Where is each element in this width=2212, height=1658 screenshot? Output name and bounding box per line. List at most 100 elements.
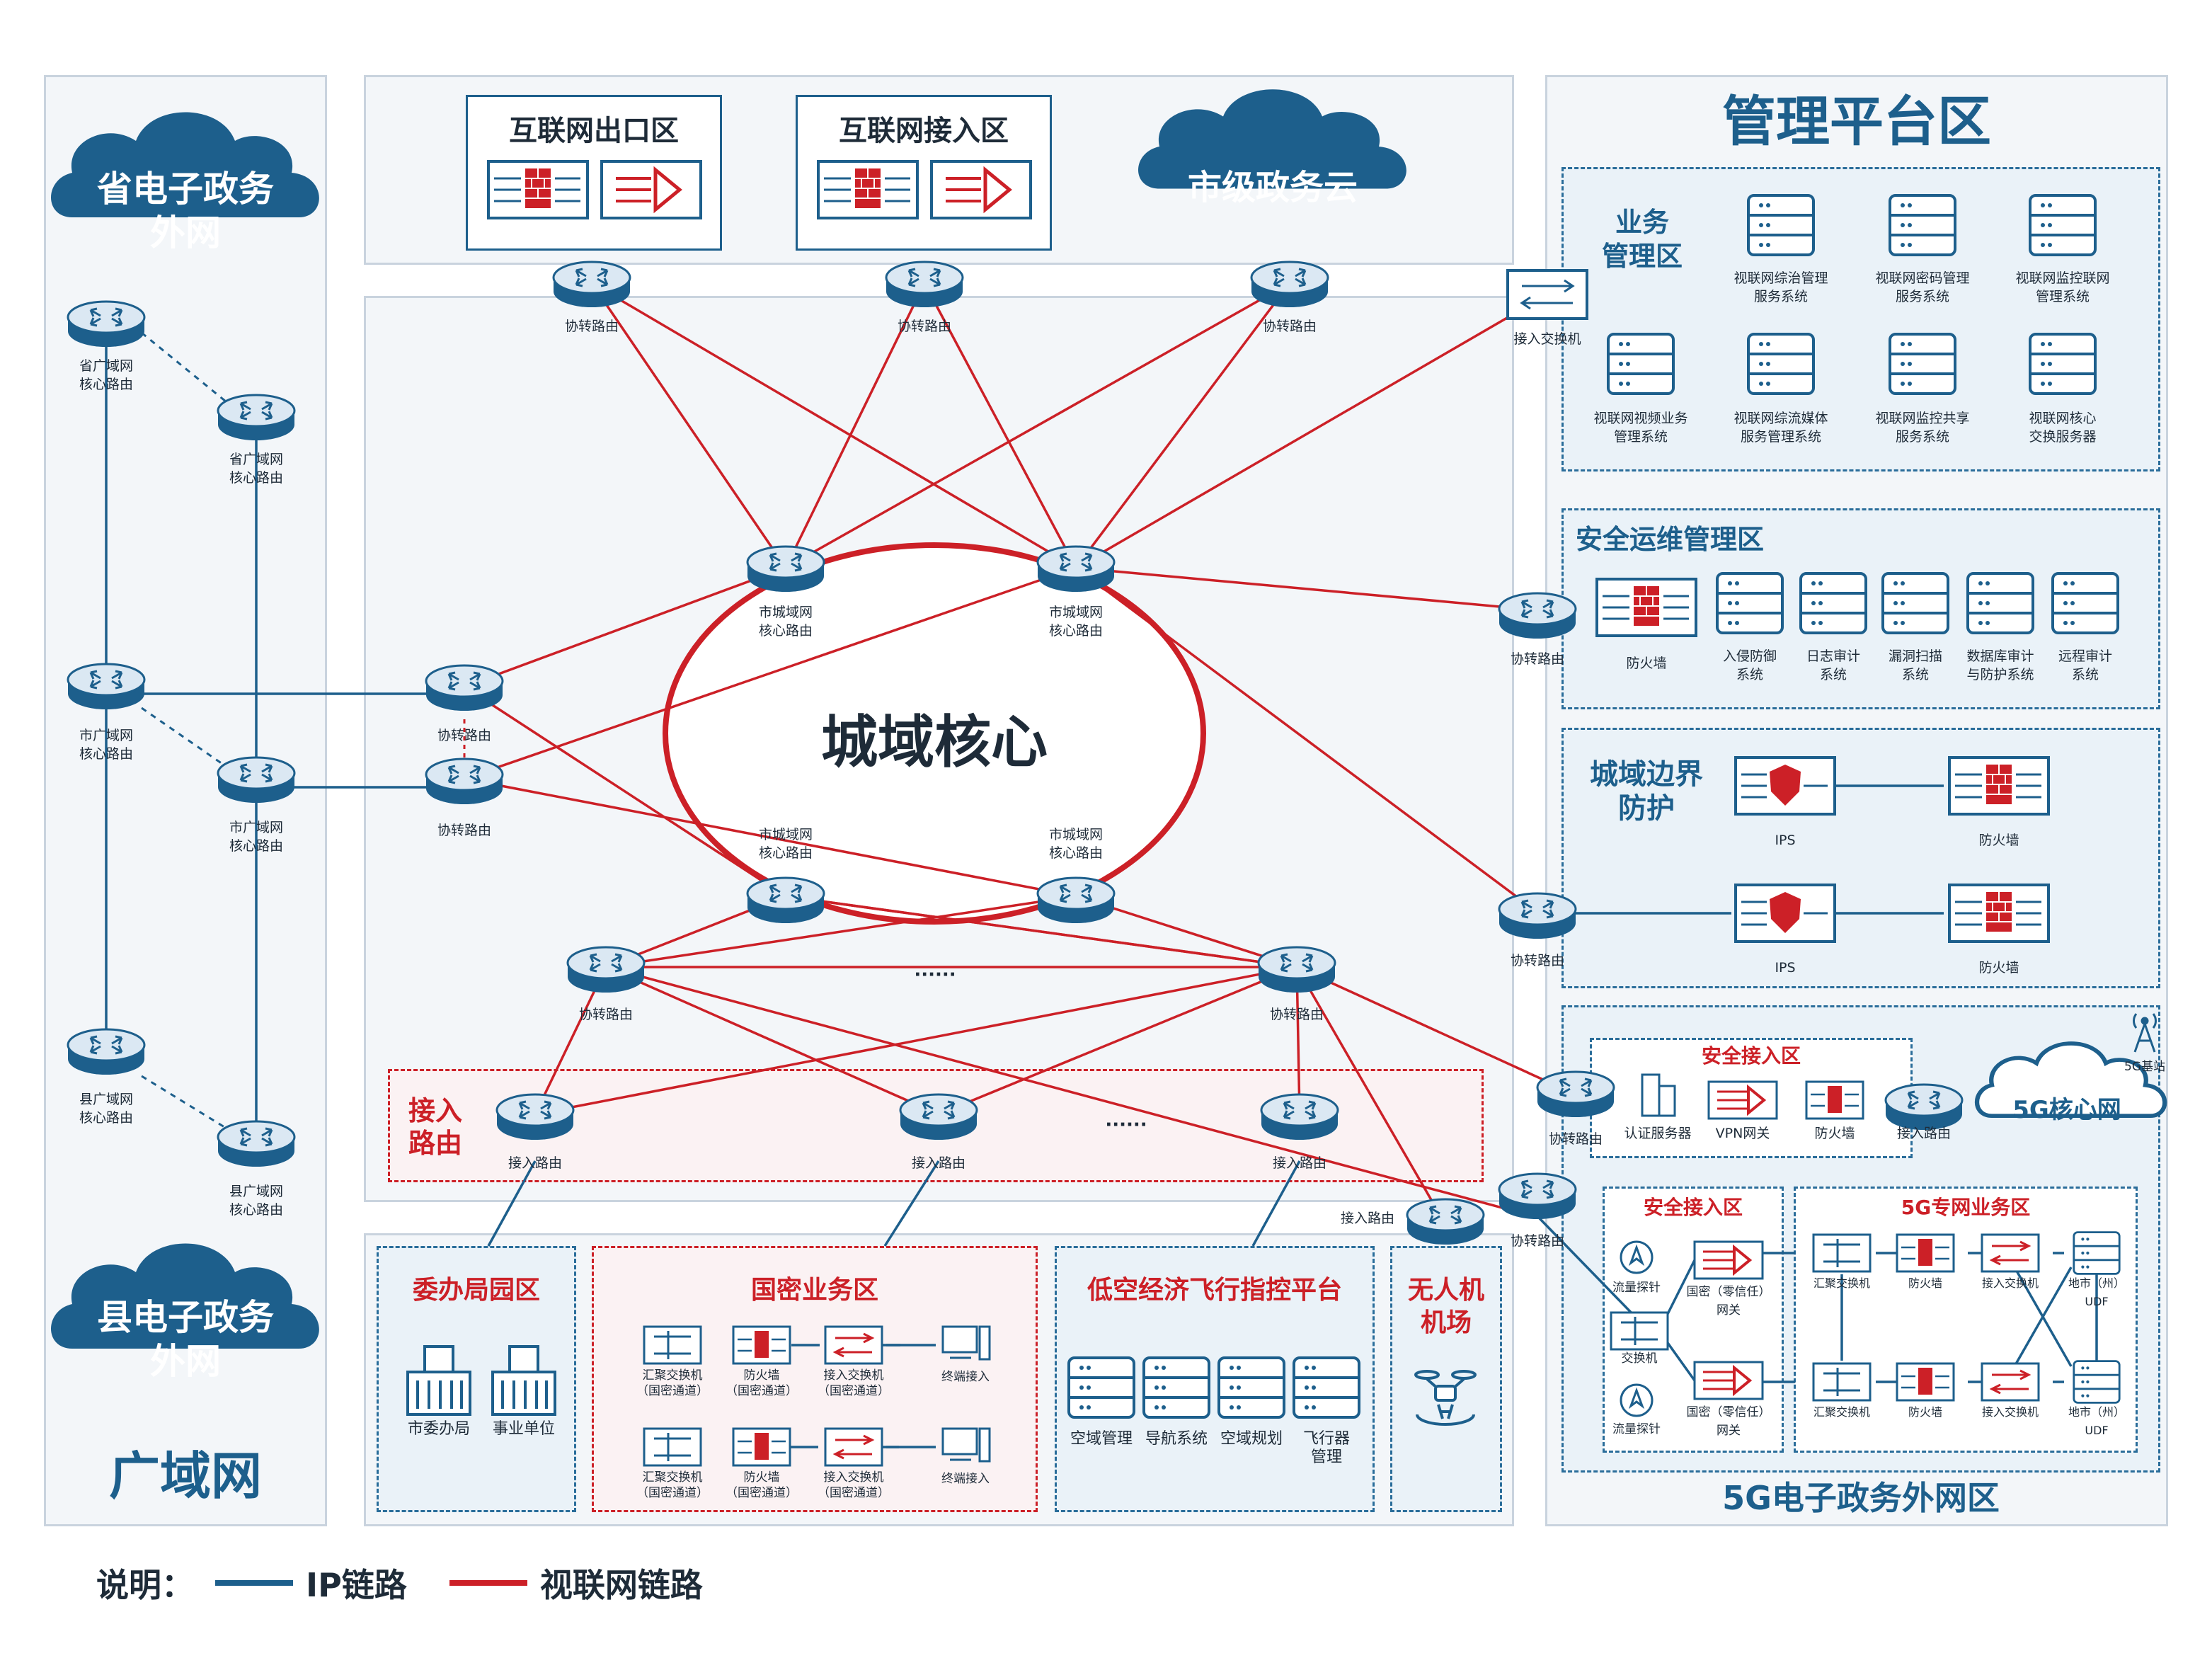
wan-router-1-label: 省广域网 核心路由 bbox=[79, 358, 133, 392]
low-item-3-label: 空域规划 bbox=[1220, 1430, 1283, 1448]
right-xz-2-label: 协转路由 bbox=[1510, 953, 1564, 968]
gm-agg-1-label: 汇聚交换机 （国密通道） bbox=[636, 1368, 709, 1398]
drone-title: 无人机 机场 bbox=[1407, 1276, 1484, 1337]
low-item-2-label: 导航系统 bbox=[1145, 1430, 1208, 1448]
biz-server-2-label: 视联网密码管理 服务系统 bbox=[1875, 270, 1970, 304]
metro-core-2-label: 市城域网 核心路由 bbox=[1048, 605, 1103, 639]
sec-server-1-label: 入侵防御 系统 bbox=[1722, 648, 1777, 682]
ips-1-label: IPS bbox=[1775, 833, 1796, 848]
internet-exit-title: 互联网出口区 bbox=[509, 115, 679, 147]
ips-2-label: IPS bbox=[1775, 960, 1796, 976]
access-router-3-label: 接入路由 bbox=[1272, 1155, 1326, 1171]
city-border-zone bbox=[1561, 728, 2160, 988]
core-5g-label: 5G核心网 bbox=[2012, 1096, 2121, 1124]
wan-title: 广域网 bbox=[108, 1446, 262, 1506]
party-office-label: 市委办局 bbox=[407, 1420, 470, 1438]
right-xz-3-label: 协转路由 bbox=[1548, 1131, 1603, 1147]
wan-router-6-label: 县广域网 核心路由 bbox=[229, 1184, 283, 1218]
sec-firewall-label: 防火墙 bbox=[1626, 656, 1667, 671]
sec-server-2-label: 日志审计 系统 bbox=[1806, 648, 1860, 682]
metro-core-1-label: 市城域网 核心路由 bbox=[758, 605, 813, 639]
core-ring bbox=[663, 542, 1206, 925]
biz-server-6-label: 视联网监控共享 服务系统 bbox=[1875, 411, 1970, 445]
gm-fw-1-label: 防火墙 （国密通道） bbox=[726, 1368, 798, 1398]
switch-label: 交换机 bbox=[1621, 1351, 1658, 1366]
access-router-1-label: 接入路由 bbox=[508, 1155, 562, 1171]
terminal-2-label: 终端接入 bbox=[941, 1472, 990, 1486]
city-core-title: 城域核心 bbox=[821, 709, 1048, 775]
gm-access-1-label: 接入交换机 （国密通道） bbox=[818, 1368, 890, 1398]
video-links bbox=[464, 282, 1576, 1223]
province-extranet-cloud: 省电子政务 外网 bbox=[97, 168, 274, 253]
mgmt-platform-title: 管理平台区 bbox=[1722, 90, 1991, 153]
auth-server-label: 认证服务器 bbox=[1624, 1126, 1692, 1141]
terminal-1-label: 终端接入 bbox=[941, 1370, 990, 1384]
legend-video-swatch bbox=[449, 1580, 527, 1586]
public-unit-label: 事业单位 bbox=[492, 1420, 555, 1438]
pb-agg-1-label: 汇聚交换机 bbox=[1813, 1276, 1870, 1290]
fw-1-label: 防火墙 bbox=[1978, 833, 2019, 848]
pb-fw-2-label: 防火墙 bbox=[1908, 1405, 1942, 1419]
internet-access-title: 互联网接入区 bbox=[839, 115, 1009, 147]
low-altitude-title: 低空经济飞行指控平台 bbox=[1087, 1276, 1342, 1305]
secure-access-lower-title: 安全接入区 bbox=[1643, 1196, 1743, 1219]
drone-zone bbox=[1390, 1246, 1502, 1512]
wan-router-3-label: 市广域网 核心路由 bbox=[79, 728, 133, 762]
base-station-label: 5G基站 bbox=[2124, 1060, 2165, 1074]
biz-server-7-label: 视联网核心 交换服务器 bbox=[2029, 411, 2097, 445]
private-biz-title: 5G专网业务区 bbox=[1901, 1196, 2031, 1219]
mid-xz-1-label: 协转路由 bbox=[578, 1007, 633, 1022]
security-ops-title: 安全运维管理区 bbox=[1576, 524, 1765, 555]
county-extranet-cloud: 县电子政务 外网 bbox=[97, 1297, 274, 1382]
sec-server-4-label: 数据库审计 与防护系统 bbox=[1966, 648, 2034, 682]
pb-udf-1-label: 地市（州） UDF bbox=[2068, 1276, 2125, 1308]
biz-server-5-label: 视联网综流媒体 服务管理系统 bbox=[1734, 411, 1828, 445]
legend-ip-label: IP链路 bbox=[306, 1566, 407, 1604]
probe-2-label: 流量探针 bbox=[1612, 1422, 1661, 1436]
low-item-4-label: 飞行器 管理 bbox=[1302, 1430, 1350, 1466]
crypto-title: 国密业务区 bbox=[750, 1276, 878, 1305]
pb-fw-1-label: 防火墙 bbox=[1908, 1276, 1942, 1290]
gm-access-2-label: 接入交换机 （国密通道） bbox=[818, 1470, 890, 1500]
vpn-gateway-label: VPN网关 bbox=[1715, 1126, 1770, 1141]
secure-access-5g-title: 安全接入区 bbox=[1701, 1044, 1801, 1068]
mid-xz-2-label: 协转路由 bbox=[1269, 1007, 1324, 1022]
sec-server-3-label: 漏洞扫描 系统 bbox=[1888, 648, 1942, 682]
right-xz-4-label: 协转路由 bbox=[1510, 1233, 1564, 1249]
biz-server-3-label: 视联网监控联网 管理系统 bbox=[2015, 270, 2110, 304]
wan-router-4-label: 市广域网 核心路由 bbox=[229, 820, 283, 854]
gm-agg-2-label: 汇聚交换机 （国密通道） bbox=[636, 1470, 709, 1500]
legend-ip-swatch bbox=[215, 1580, 293, 1586]
low-item-1-label: 空域管理 bbox=[1070, 1430, 1133, 1448]
wan-router-2-label: 省广域网 核心路由 bbox=[229, 452, 283, 486]
biz-server-1-label: 视联网综治管理 服务系统 bbox=[1734, 270, 1828, 304]
probe-1-label: 流量探针 bbox=[1612, 1281, 1661, 1295]
gm-gateway-1-label: 国密（零信任） 网关 bbox=[1686, 1285, 1771, 1317]
private-biz-zone bbox=[1794, 1187, 2138, 1453]
legend-prefix: 说明： bbox=[96, 1566, 194, 1604]
left-xz-1-label: 协转路由 bbox=[437, 728, 491, 743]
biz-server-4-label: 视联网视频业务 管理系统 bbox=[1593, 411, 1688, 445]
left-xz-2-label: 协转路由 bbox=[437, 823, 491, 838]
pb-access-2-label: 接入交换机 bbox=[1981, 1405, 2039, 1419]
business-mgmt-title: 业务 管理区 bbox=[1601, 207, 1683, 272]
wan-router-5-label: 县广域网 核心路由 bbox=[79, 1092, 133, 1126]
fw-2-label: 防火墙 bbox=[1978, 960, 2019, 976]
dashed-ip-links bbox=[141, 331, 234, 1134]
pb-agg-2-label: 汇聚交换机 bbox=[1813, 1405, 1870, 1419]
sec-server-5-label: 远程审计 系统 bbox=[2058, 648, 2112, 682]
city-cloud: 市级政务云 bbox=[1187, 168, 1358, 207]
top-router-2-label: 协转路由 bbox=[897, 319, 951, 334]
5g-access-router-label: 接入路由 bbox=[1896, 1126, 1951, 1141]
right-xz-1-label: 协转路由 bbox=[1510, 651, 1564, 667]
access-routing-title: 接入 路由 bbox=[408, 1095, 462, 1159]
metro-core-4-label: 市城域网 核心路由 bbox=[1048, 827, 1103, 861]
crypto-zone bbox=[592, 1246, 1038, 1512]
mgmt-access-switch-label: 接入交换机 bbox=[1513, 331, 1581, 347]
access-router-2-label: 接入路由 bbox=[911, 1155, 965, 1171]
legend: 说明： IP链路 视联网链路 bbox=[96, 1562, 703, 1604]
gm-gateway-2-label: 国密（零信任） 网关 bbox=[1686, 1405, 1771, 1438]
city-border-title: 城域边界 防护 bbox=[1590, 758, 1703, 825]
